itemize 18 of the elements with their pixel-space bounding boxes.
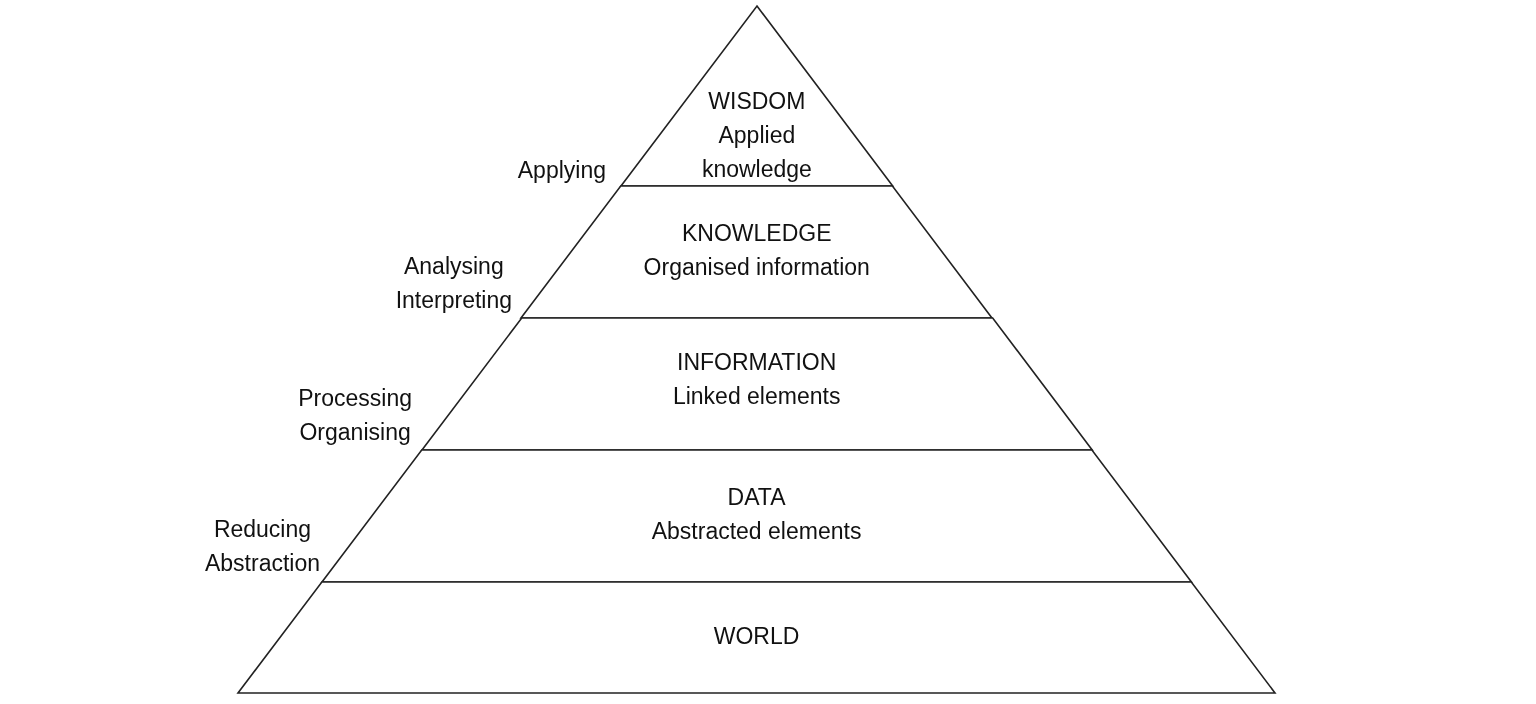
layer-title: WORLD <box>713 622 800 651</box>
layer-description: Linked elements <box>672 382 841 411</box>
layer-title: INFORMATION <box>677 348 837 377</box>
pyramid-layer <box>421 318 1092 450</box>
process-label: Reducing Abstraction <box>204 515 320 578</box>
layer-title: DATA <box>727 483 786 512</box>
process-label: Processing Organising <box>298 384 412 447</box>
layer-title: WISDOM <box>708 87 806 116</box>
pyramid-layer <box>321 450 1192 582</box>
pyramid-apex-triangle <box>621 6 893 186</box>
pyramid-layer <box>238 582 1275 693</box>
layer-description: Abstracted elements <box>651 517 862 546</box>
layer-title: KNOWLEDGE <box>682 219 832 248</box>
process-label: Applying <box>517 156 606 185</box>
layer-description: Applied knowledge <box>701 121 812 184</box>
process-label: Analysing Interpreting <box>395 252 512 315</box>
layer-description: Organised information <box>643 253 870 282</box>
pyramid-layer <box>521 186 993 318</box>
